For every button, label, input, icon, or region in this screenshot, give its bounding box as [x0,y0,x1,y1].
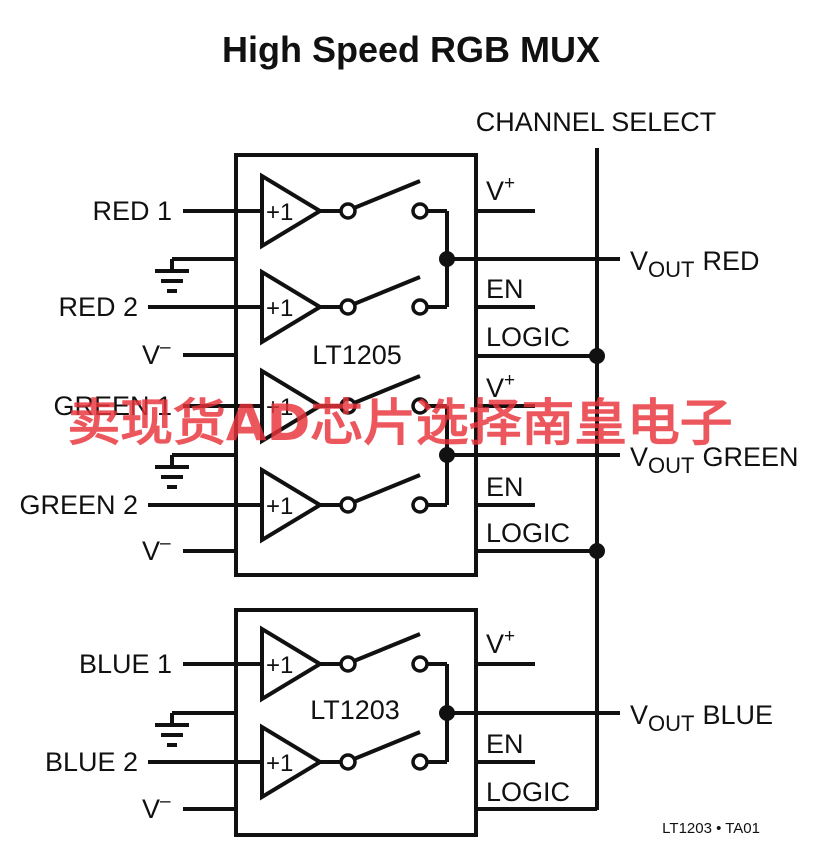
amp-gain-label: +1 [266,750,293,777]
chip-lt1203-label: LT1203 [310,695,400,725]
switch-blade [353,730,421,761]
en-label-2: EN [486,472,524,502]
diagram-title: High Speed RGB MUX [222,29,600,70]
watermark-text: 卖现货AD芯片选择南皇电子 [68,394,733,452]
logic-junction-1 [589,348,605,364]
switch-blade [353,374,421,405]
input-label-green2: GREEN 2 [19,490,138,520]
switch-input-contact [339,753,357,771]
switch-input-contact [339,655,357,673]
switch-blade [353,179,421,210]
ground-icon [155,257,236,293]
logic-label-2: LOGIC [486,518,570,548]
input-label-red2: RED 2 [58,292,138,322]
chip-lt1203-body [234,608,478,837]
vout-green-junction [439,447,455,463]
vplus-label-3: V+ [486,626,515,659]
switch-input-contact [339,496,357,514]
vminus-label-3: V– [142,791,171,824]
vminus-label-1: V– [142,337,171,370]
amp-gain-label: +1 [266,295,293,322]
amp-switch-blue2: +1 [260,723,447,801]
input-label-red1: RED 1 [92,196,172,226]
logic-label-3: LOGIC [486,777,570,807]
switch-output-contact [411,298,429,316]
vplus-label-1: V+ [486,173,515,206]
amp-switch-green2: +1 [260,466,447,544]
figure-id: LT1203 • TA01 [662,820,760,837]
switch-output-contact [411,202,429,220]
amp-gain-label: +1 [266,652,293,679]
input-label-blue2: BLUE 2 [45,747,138,777]
switch-input-contact [339,298,357,316]
switch-input-contact [339,397,357,415]
switch-blade [353,632,421,663]
en-label-1: EN [486,274,524,304]
amp-gain-label: +1 [266,199,293,226]
amp-switch-red2: +1 [260,268,447,346]
vminus-label-2: V– [142,533,171,566]
ground-icon [155,453,236,489]
switch-input-contact [339,202,357,220]
en-label-3: EN [486,729,524,759]
logic-junction-2 [589,543,605,559]
input-label-blue1: BLUE 1 [79,649,172,679]
input-label-green1: GREEN 1 [53,391,172,421]
logic-label-1: LOGIC [486,322,570,352]
chip-lt1205-body [234,153,478,577]
chip-lt1205-label: LT1205 [312,340,402,370]
amp-gain-label: +1 [266,394,293,421]
amp-switch-red1: +1 [260,172,447,250]
switch-output-contact [411,655,429,673]
vout-red-junction [439,251,455,267]
ground-icon [155,711,236,747]
switch-blade [353,473,421,504]
channel-select-label: CHANNEL SELECT [476,107,717,137]
amp-gain-label: +1 [266,493,293,520]
vplus-label-2: V+ [486,370,515,403]
switch-blade [353,275,421,306]
vout-blue-junction [439,705,455,721]
amp-switch-blue1: +1 [260,625,447,703]
switch-output-contact [411,496,429,514]
switch-output-contact [411,753,429,771]
